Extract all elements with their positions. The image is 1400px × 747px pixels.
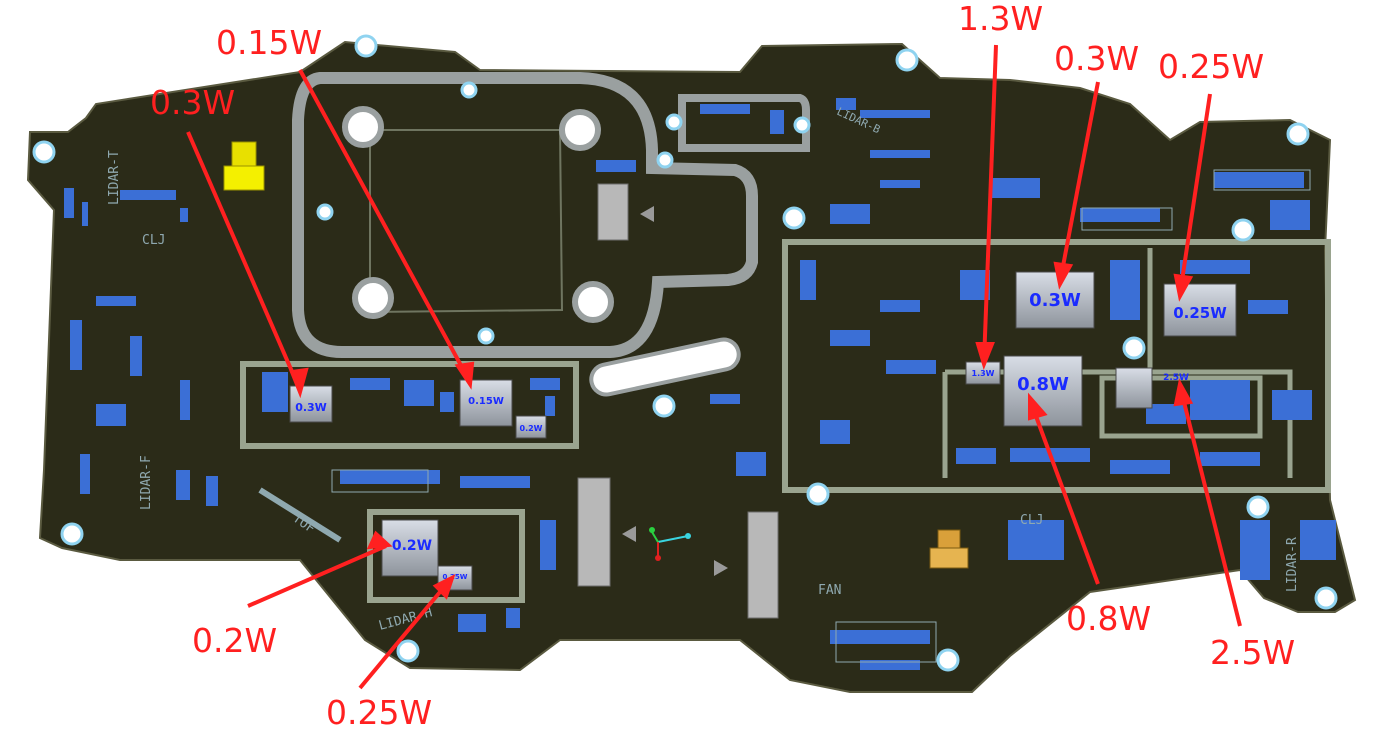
left-shield-box bbox=[240, 361, 579, 449]
callout-labels: 0.3W 0.15W 1.3W 0.3W 0.25W 0.2W 0.25W 0.… bbox=[150, 0, 1295, 732]
chip-label: 0.8W bbox=[1017, 374, 1069, 395]
chip-left-015: 0.15W bbox=[459, 379, 513, 427]
silk-lidar-f: LIDAR-F bbox=[139, 455, 154, 510]
callout-label: 0.2W bbox=[192, 621, 277, 660]
mounting-holes bbox=[32, 34, 1338, 672]
arrow-glyphs bbox=[622, 206, 728, 576]
shield-frame-inner bbox=[369, 129, 564, 314]
right-shield-box bbox=[782, 239, 1331, 493]
shield-frame bbox=[292, 72, 758, 358]
chip-label: 1.3W bbox=[972, 369, 995, 378]
axis-gizmo bbox=[649, 527, 691, 561]
silk-clj-right: CLJ bbox=[1020, 513, 1043, 528]
callout-label: 0.8W bbox=[1066, 599, 1151, 638]
silk-fan: FAN bbox=[818, 583, 841, 598]
small-shield bbox=[678, 94, 810, 152]
orange-connector-right bbox=[929, 529, 969, 569]
bl-shield-box bbox=[367, 509, 525, 603]
silk-lidar-t: LIDAR-T bbox=[107, 150, 122, 205]
silk-lidar-r: LIDAR-R bbox=[1285, 537, 1300, 592]
chip-r-25: 2.5W bbox=[1115, 367, 1189, 409]
chip-label: 0.2W bbox=[392, 538, 432, 554]
callout-label: 0.15W bbox=[216, 23, 322, 62]
shield-holes bbox=[342, 106, 614, 323]
callout-arrows bbox=[186, 44, 1242, 690]
chip-r-03: 0.3W bbox=[1015, 271, 1095, 329]
callout-label: 1.3W bbox=[958, 0, 1043, 38]
callout-label: 0.25W bbox=[1158, 47, 1264, 86]
chip-label: 2.5W bbox=[1163, 373, 1189, 383]
chip-left-03: 0.3W bbox=[289, 385, 333, 423]
board-slot bbox=[589, 337, 741, 397]
right-shield-divider bbox=[942, 248, 1293, 478]
chip-label: 0.25W bbox=[1173, 304, 1227, 322]
callout-label: 0.3W bbox=[1054, 39, 1139, 78]
callout-label: 2.5W bbox=[1210, 633, 1295, 672]
callout-label: 0.25W bbox=[326, 693, 432, 732]
chip-r-025: 0.25W bbox=[1163, 283, 1237, 337]
yellow-connector-left bbox=[223, 141, 265, 191]
chip-left-02small: 0.2W bbox=[515, 415, 547, 439]
chip-label: 0.2W bbox=[520, 424, 543, 433]
smd-pads bbox=[64, 98, 1336, 670]
chip-r-13: 1.3W bbox=[965, 361, 1001, 385]
chip-label: 0.25W bbox=[443, 573, 468, 581]
chip-label: 0.3W bbox=[295, 401, 327, 414]
silk-clj-left: CLJ bbox=[142, 233, 165, 248]
chip-bl-02: 0.2W bbox=[381, 519, 439, 577]
callout-label: 0.3W bbox=[150, 83, 235, 122]
connectors bbox=[258, 169, 1311, 663]
chip-label: 0.15W bbox=[468, 396, 504, 407]
chip-label: 0.3W bbox=[1029, 290, 1081, 311]
